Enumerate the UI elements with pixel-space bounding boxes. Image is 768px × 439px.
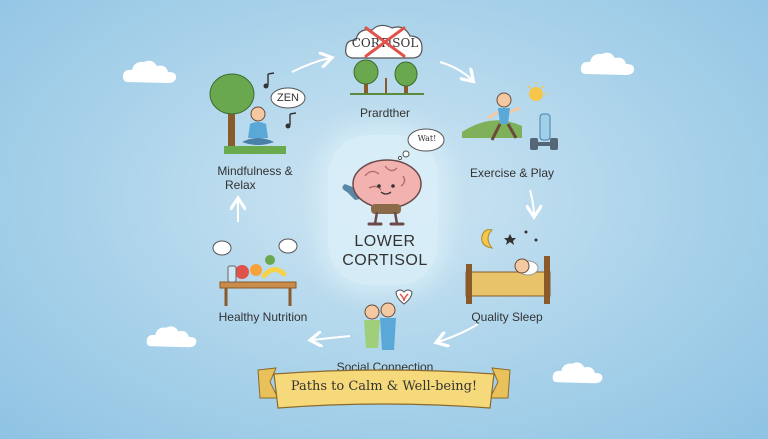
cross-out-icon xyxy=(364,26,406,58)
mindfulness-label: Mindfulness & Relax xyxy=(205,164,305,192)
arrow-to-social xyxy=(438,323,479,342)
center-title-line1: LOWER xyxy=(354,233,416,250)
sleep-bed-icon xyxy=(465,229,551,304)
mindfulness-label-line1: Mindfulness & xyxy=(217,164,293,178)
cloud-left xyxy=(122,60,177,83)
banner-ribbon xyxy=(257,367,511,409)
center-title: LOWER CORTISOL xyxy=(330,232,440,270)
zen-bubble-text: ZEN xyxy=(277,92,299,104)
music-note-icon-2 xyxy=(285,112,297,129)
music-note-icon xyxy=(263,72,275,89)
nutrition-label: Healthy Nutrition xyxy=(218,310,308,324)
social-hug-icon xyxy=(364,289,413,350)
thought-bubble-text: Wat! xyxy=(417,134,437,143)
exercise-label: Exercise & Play xyxy=(469,166,555,180)
thought-bubble-icon xyxy=(397,128,445,160)
exercise-runner-icon xyxy=(462,82,558,150)
cloud-right-bottom xyxy=(552,362,603,384)
arrow-to-top xyxy=(291,58,330,73)
cloud-right-top xyxy=(580,52,635,75)
cloud-left-bottom xyxy=(146,326,197,348)
mindfulness-label-line2: Relax xyxy=(225,178,256,192)
meditation-tree-icon xyxy=(209,73,286,154)
banner-text: Paths to Calm & Well-being! xyxy=(290,379,478,394)
sleep-label: Quality Sleep xyxy=(471,310,543,324)
arrow-to-exercise xyxy=(439,61,472,80)
trees-icon xyxy=(350,59,424,95)
zen-bubble-icon xyxy=(270,87,306,109)
arrow-to-nutrition xyxy=(312,336,351,340)
brain-icon xyxy=(342,159,422,226)
arrow-to-sleep xyxy=(530,189,534,215)
top-node-label: Prardther xyxy=(359,106,411,120)
nutrition-table-icon xyxy=(212,238,298,306)
center-title-line2: CORTISOL xyxy=(342,252,428,269)
